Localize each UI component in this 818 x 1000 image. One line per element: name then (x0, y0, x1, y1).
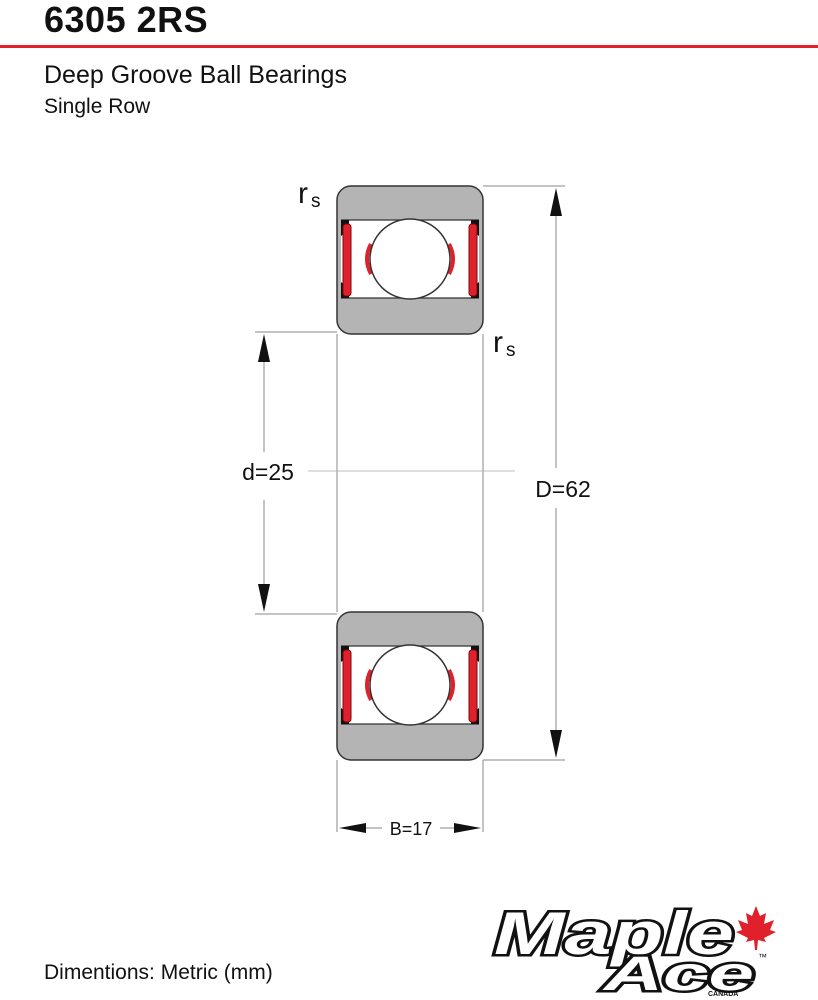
svg-text:s: s (506, 340, 516, 361)
arrow-down-icon (550, 730, 562, 758)
product-variant: Single Row (44, 95, 151, 118)
corner-radius-label-bottom: r s (493, 326, 516, 361)
bore-label: d=25 (242, 459, 294, 485)
bore-dimension: d=25 (242, 334, 294, 612)
svg-text:r: r (298, 177, 308, 210)
bearing-section-bottom (335, 610, 485, 762)
svg-text:Ace: Ace (602, 948, 754, 998)
width-dimension: B=17 (339, 819, 481, 839)
svg-text:r: r (493, 326, 503, 359)
units-note: Dimentions: Metric (mm) (44, 961, 273, 984)
maple-ace-logo: Maple Ace CANADA ™ (492, 898, 776, 998)
maple-leaf-icon (736, 906, 776, 950)
bearing-section-top (335, 184, 485, 336)
title-divider (0, 45, 818, 48)
svg-text:Maple: Maple (494, 900, 734, 967)
part-number-title: 6305 2RS (44, 0, 209, 40)
width-label: B=17 (390, 819, 433, 839)
outer-diameter-label: D=62 (535, 476, 591, 502)
arrow-down-icon (258, 584, 270, 612)
svg-text:s: s (311, 191, 321, 212)
arrow-up-icon (258, 334, 270, 362)
svg-text:CANADA: CANADA (708, 991, 738, 998)
arrow-right-icon (454, 823, 481, 833)
corner-radius-label-top: r s (298, 177, 321, 212)
arrow-up-icon (550, 188, 562, 216)
outer-diameter-dimension: D=62 (535, 188, 591, 758)
product-subtitle: Deep Groove Ball Bearings (44, 61, 347, 89)
svg-text:™: ™ (758, 952, 767, 962)
arrow-left-icon (339, 823, 366, 833)
